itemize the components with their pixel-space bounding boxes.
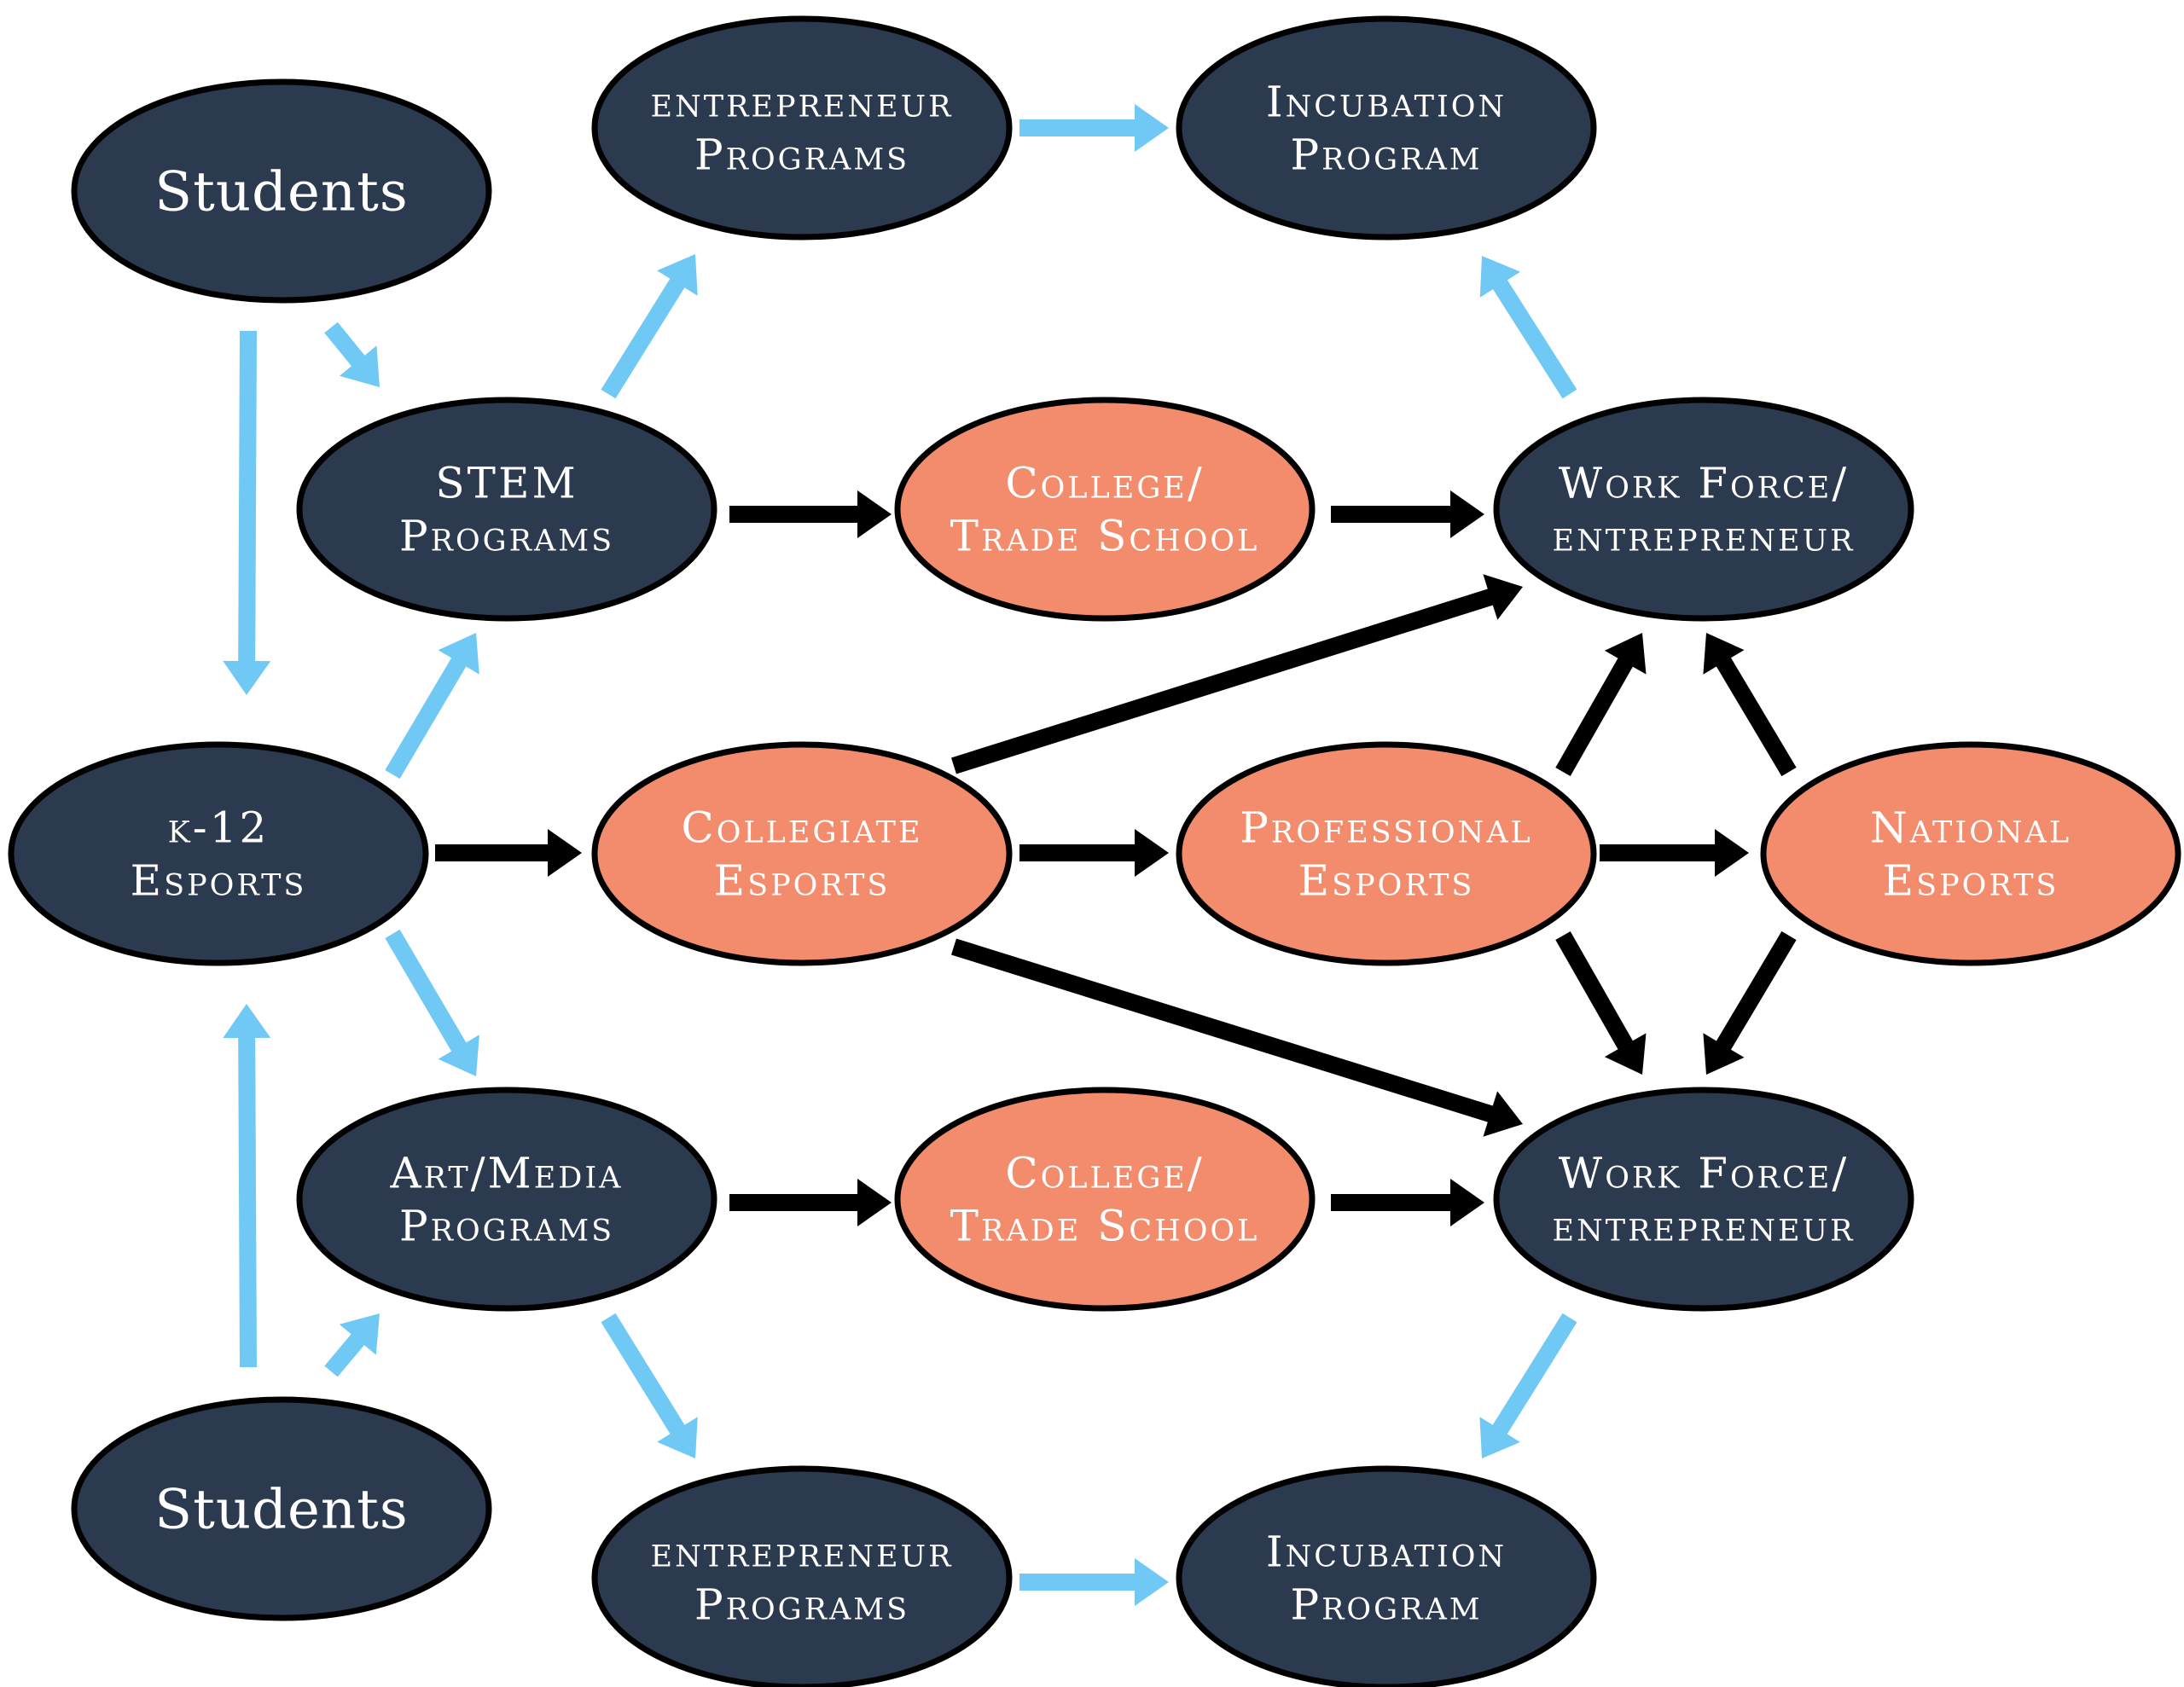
node-label: Programs <box>694 130 909 180</box>
node-ellipse <box>1176 741 1597 966</box>
arrow-students-top-to-stem <box>324 322 380 387</box>
arrow-students-bottom-to-k12 <box>223 1004 271 1367</box>
arrow-students-bottom-to-artmedia <box>324 1313 380 1377</box>
node-label: Programs <box>694 1580 909 1630</box>
node-ellipse <box>591 15 1013 241</box>
node-label: Collegiate <box>681 803 922 853</box>
node-label: Program <box>1290 1580 1482 1630</box>
node-label: Trade School <box>950 512 1260 561</box>
node-workforce-bottom: Work Force/entrepreneur <box>1493 1087 1914 1312</box>
node-label: Incubation <box>1266 1528 1507 1577</box>
node-label: Work Force/ <box>1559 459 1849 508</box>
arrow-k12-to-stem <box>385 633 479 780</box>
node-students-top: Students <box>71 78 492 304</box>
node-ellipse <box>1176 1465 1597 1687</box>
arrow-workforce-top-to-incubation-top <box>1479 256 1577 399</box>
node-ellipse <box>591 741 1013 966</box>
node-ellipse <box>1493 1087 1914 1312</box>
nodes-layer: StudentsentrepreneurProgramsIncubationPr… <box>8 15 2181 1687</box>
node-label: entrepreneur <box>651 78 954 127</box>
arrow-workforce-bottom-to-incubation-bottom <box>1479 1313 1577 1458</box>
node-label: College/ <box>1005 1149 1204 1198</box>
arrow-students-top-to-k12 <box>223 331 271 695</box>
node-ellipse <box>8 741 429 966</box>
node-label: k-12 <box>168 803 270 853</box>
node-label: Esports <box>131 856 307 906</box>
node-ellipse <box>71 1396 492 1621</box>
arrow-collegiate-to-workforce-top <box>951 574 1523 774</box>
node-label: College/ <box>1005 459 1204 508</box>
arrow-collegiate-to-professional <box>1019 829 1169 877</box>
arrow-professional-to-national <box>1600 829 1749 877</box>
node-label: Esports <box>714 856 891 906</box>
node-label: Esports <box>1298 856 1475 906</box>
arrow-stem-to-entrepreneur-top <box>601 254 698 399</box>
node-label: Trade School <box>950 1202 1260 1251</box>
edges-layer <box>223 104 1797 1606</box>
node-label: entrepreneur <box>651 1528 954 1577</box>
arrow-stem-to-college-top <box>729 490 892 538</box>
arrow-collegiate-to-workforce-bottom <box>951 938 1523 1137</box>
node-ellipse <box>296 1087 717 1312</box>
node-label: Program <box>1290 130 1482 180</box>
node-label: Students <box>154 1478 408 1541</box>
node-ellipse <box>1493 397 1914 622</box>
node-label: National <box>1870 803 2071 853</box>
node-label: Programs <box>399 512 614 561</box>
node-ellipse <box>894 1087 1316 1312</box>
arrow-k12-to-artmedia <box>385 929 479 1076</box>
node-label: Students <box>154 160 408 223</box>
node-college-top: College/Trade School <box>894 397 1316 622</box>
node-ellipse <box>1176 15 1597 241</box>
arrow-entrepreneur-top-to-incubation-top <box>1019 104 1169 152</box>
arrow-college-top-to-workforce-top <box>1331 490 1484 538</box>
node-label: Work Force/ <box>1559 1149 1849 1198</box>
node-students-bottom: Students <box>71 1396 492 1621</box>
node-label: STEM <box>435 459 578 508</box>
node-label: Esports <box>1883 856 2059 906</box>
arrow-national-to-workforce-top <box>1703 633 1797 777</box>
node-college-bottom: College/Trade School <box>894 1087 1316 1312</box>
node-label: entrepreneur <box>1553 512 1856 561</box>
arrow-artmedia-to-college-bottom <box>729 1179 892 1226</box>
node-ellipse <box>71 78 492 304</box>
arrow-artmedia-to-entrepreneur-bottom <box>601 1313 698 1458</box>
node-ellipse <box>296 397 717 622</box>
arrow-professional-to-workforce-bottom <box>1555 931 1647 1075</box>
node-label: Art/Media <box>390 1149 624 1198</box>
node-label: Professional <box>1240 803 1533 853</box>
node-label: Programs <box>399 1202 614 1251</box>
node-ellipse <box>591 1465 1013 1687</box>
node-label: Incubation <box>1266 78 1507 127</box>
arrow-professional-to-workforce-top <box>1555 633 1647 776</box>
arrow-national-to-workforce-bottom <box>1703 930 1797 1075</box>
arrow-college-bottom-to-workforce-bottom <box>1331 1179 1484 1226</box>
node-ellipse <box>1760 741 2181 966</box>
node-ellipse <box>894 397 1316 622</box>
node-workforce-top: Work Force/entrepreneur <box>1493 397 1914 622</box>
arrow-entrepreneur-bottom-to-incubation-bottom <box>1019 1558 1169 1606</box>
node-label: entrepreneur <box>1553 1202 1856 1251</box>
arrow-k12-to-collegiate <box>435 829 582 877</box>
